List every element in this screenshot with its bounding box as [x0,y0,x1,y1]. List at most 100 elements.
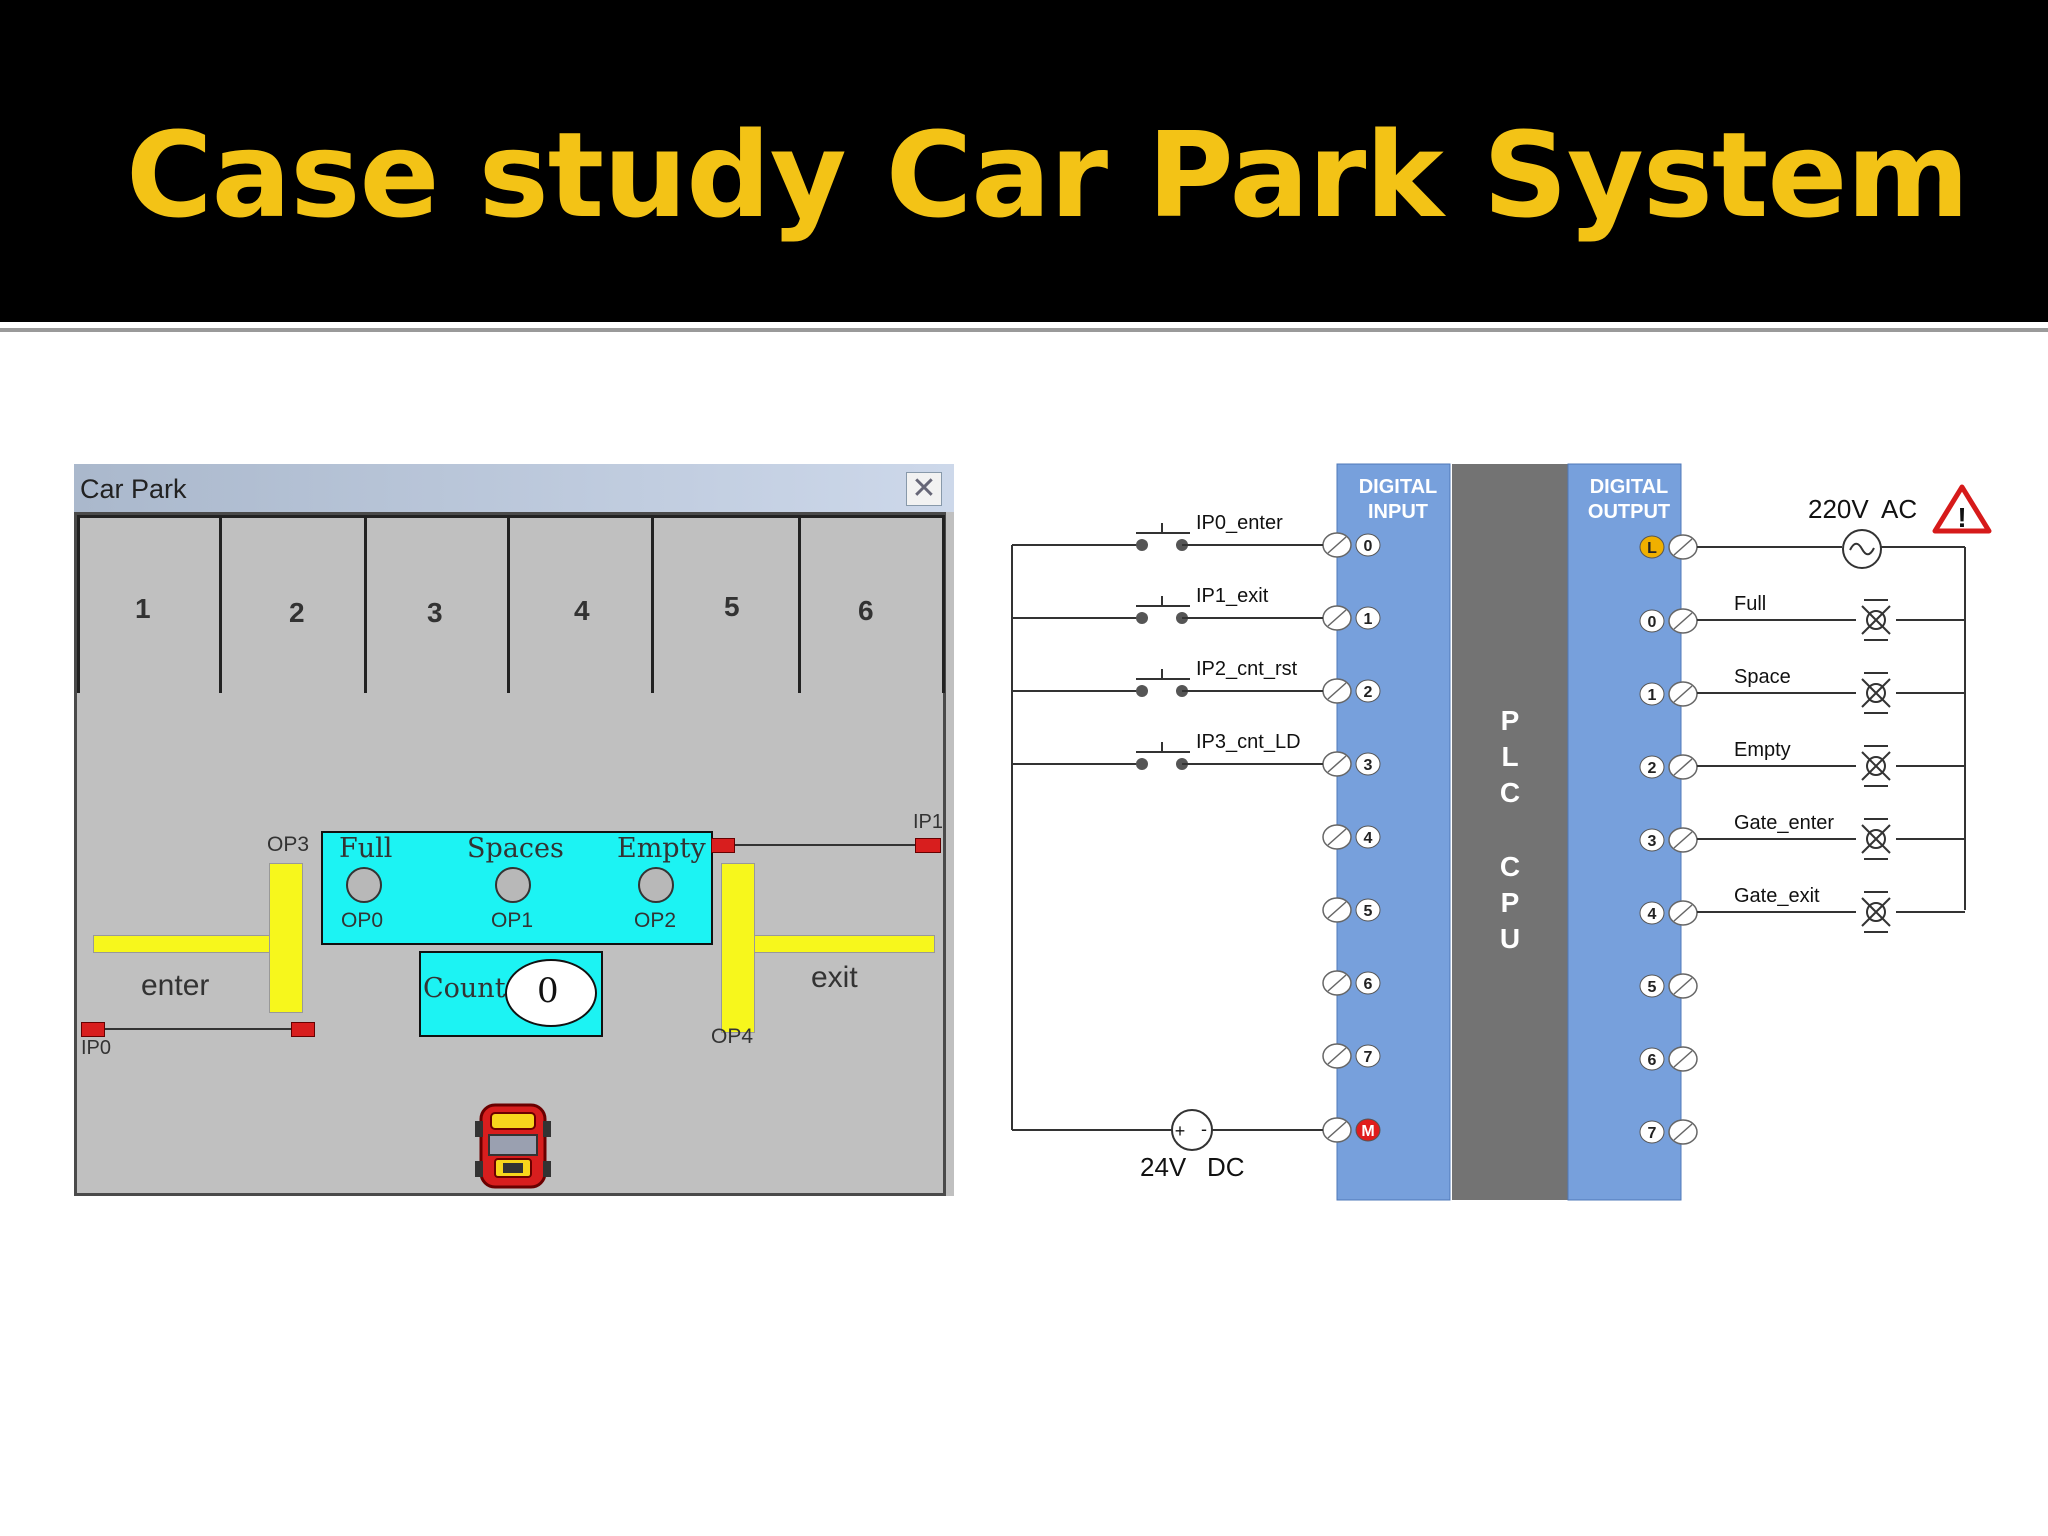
enter-sensor-right [291,1022,315,1037]
output-load-label: Space [1734,666,1791,688]
ac-type-label: AC [1881,494,1917,524]
indicator-label-spaces: Spaces [467,833,564,864]
lamp-ray-b [1861,605,1891,635]
input-terminal [1322,751,1352,777]
title-band [0,0,2048,322]
dc-minus-sign: - [1201,1119,1207,1139]
terminal-screw-slot [1327,682,1347,700]
slide-title: Case study Car Park System [126,106,1969,244]
output-terminal [1668,827,1698,853]
output-terminal-number-badge [1639,755,1665,779]
input-terminal-number-label: 0 [1364,538,1373,555]
warning-glyph: ! [1957,502,1966,533]
input-wiring: IP0_enterIP1_exitIP2_cnt_rstIP3_cnt_LD+-… [1011,512,1323,1182]
bay-divider [798,515,801,693]
lamp-ray-b [1861,824,1891,854]
output-terminal-number-badge [1639,1047,1665,1071]
window-titlebar[interactable]: Car Park ✕ [74,464,954,512]
input-terminal-number-label: 1 [1364,611,1373,628]
output-terminal-number-badge [1639,828,1665,852]
output-terminal-number-label: 3 [1648,833,1657,850]
output-terminal-number-badge [1639,901,1665,925]
plc-cpu-block [1452,464,1568,1200]
terminal-screw-slot [1327,755,1347,773]
output-terminal [1668,900,1698,926]
exit-sensor-label: IP1 [913,811,944,833]
output-terminal-number-badge [1639,609,1665,633]
input-terminal-number-badge [1355,1044,1381,1068]
indicator-lamp-empty [638,867,674,903]
car-park-canvas: 1 2 3 4 5 6 Full Spaces Empty OP0 OP1 OP… [74,512,946,1196]
input-terminal [1322,824,1352,850]
count-value: 0 [537,971,559,1011]
bay-divider [219,515,222,693]
terminal-screw-slot [1673,538,1693,556]
bay-number: 3 [427,597,443,628]
output-terminal [1668,1046,1698,1072]
bay-number: 5 [724,591,740,622]
output-terminal [1668,1119,1698,1145]
output-terminal-number-badge [1639,682,1665,706]
terminal-screw-slot [1673,1050,1693,1068]
terminal-screw-slot [1673,904,1693,922]
gate-exit-output-label: OP4 [711,1025,754,1048]
output-common-label: L [1647,540,1657,557]
ac-voltage-label: 220V [1808,494,1869,524]
enter-sensor-line [91,1028,301,1030]
terminal-screw-slot [1673,612,1693,630]
input-common-terminal [1322,1117,1352,1143]
terminal-screw-slot [1327,1047,1347,1065]
input-terminal [1322,1043,1352,1069]
indicator-lamp-spaces [495,867,531,903]
dc-voltage-label: 24V [1140,1152,1187,1182]
input-terminal [1322,897,1352,923]
terminal-screw-slot [1327,828,1347,846]
output-terminal-number-label: 7 [1648,1125,1657,1142]
indicator-output-op1: OP1 [491,909,534,932]
exit-sensor-left [711,838,735,853]
input-terminal-number-badge [1355,752,1381,776]
indicator-output-op2: OP2 [634,909,677,932]
terminal-screw-slot [1327,609,1347,627]
digital-output-module [1567,463,1682,1201]
output-load-label: Full [1734,593,1766,615]
output-header-line1: DIGITAL [1590,476,1669,498]
enter-label: enter [141,969,210,1002]
input-terminal-number-badge [1355,825,1381,849]
output-terminal-number-label: 4 [1648,906,1657,923]
lamp-ray-b [1861,897,1891,927]
dc-type-label: DC [1207,1152,1245,1182]
switch-contact-left [1136,612,1148,624]
input-terminal-number-badge [1355,533,1381,557]
dc-plus-sign: + [1175,1121,1186,1141]
output-terminal [1668,608,1698,634]
count-display [505,959,597,1027]
terminal-screw-slot [1327,901,1347,919]
input-terminal-number-badge [1355,898,1381,922]
input-terminal-number-badge [1355,679,1381,703]
input-switch-label: IP3_cnt_LD [1196,731,1301,753]
bay-top-line [77,515,943,518]
gate-enter-post [269,863,303,1013]
output-load-label: Empty [1734,739,1791,761]
close-icon[interactable]: ✕ [906,472,942,506]
cpu-letter: L [1501,741,1518,772]
output-terminal-number-badge [1639,974,1665,998]
window-title: Car Park [80,474,187,504]
terminal-screw-slot [1327,536,1347,554]
warning-icon [1932,484,1992,534]
car-icon[interactable] [475,1101,551,1191]
ac-sine-icon [1849,542,1875,556]
input-terminal-number-label: 2 [1364,684,1373,701]
cpu-letter: P [1501,705,1520,736]
enter-sensor-left [81,1022,105,1037]
output-terminal-number-label: 1 [1648,687,1657,704]
terminal-screw-slot [1673,1123,1693,1141]
output-terminal [1668,681,1698,707]
output-load-label: Gate_enter [1734,812,1834,834]
output-common-terminal [1668,534,1698,560]
input-switch-label: IP2_cnt_rst [1196,658,1298,680]
input-terminal-number-label: 5 [1364,903,1373,920]
